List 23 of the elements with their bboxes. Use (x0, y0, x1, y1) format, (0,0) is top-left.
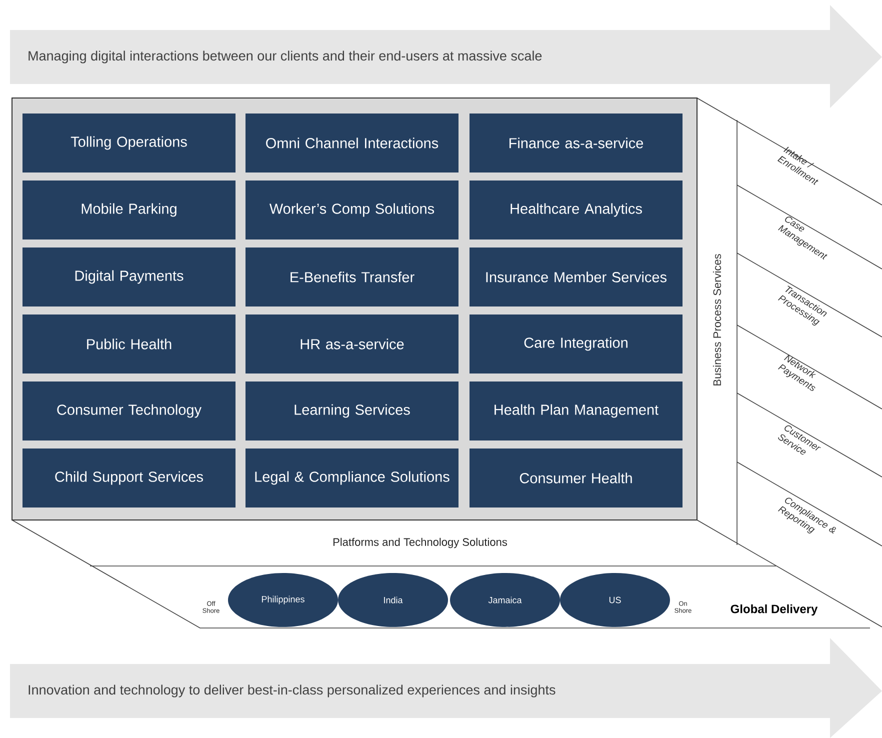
service-box: Consumer Health (470, 448, 682, 508)
service-box: E-Benefits Transfer (246, 248, 458, 306)
service-box: HR as-a-service (246, 314, 458, 374)
service-box: Public Health (22, 314, 236, 374)
service-box: Mobile Parking (22, 180, 236, 240)
service-box: Digital Payments (22, 248, 236, 306)
service-box: Omni Channel Interactions (246, 114, 458, 172)
service-box: Insurance Member Services (470, 248, 682, 306)
service-box: Child Support Services (22, 448, 236, 508)
vertical-label: Business Process Services (712, 254, 722, 386)
service-box: Learning Services (246, 382, 458, 440)
layer-label: Global Delivery (730, 604, 818, 616)
service-box: Consumer Technology (22, 382, 236, 440)
service-box: Care Integration (470, 314, 682, 374)
service-box: Health Plan Management (470, 382, 682, 440)
service-box: Healthcare Analytics (470, 180, 682, 240)
service-box: Worker’s Comp Solutions (246, 180, 458, 240)
service-box: Finance as-a-service (470, 114, 682, 172)
service-box: Legal & Compliance Solutions (246, 448, 458, 508)
arrow-band: Managing digital interactions between our clients and their end-users at massive scale (10, 4, 882, 108)
layer-label: Platforms and Technology Solutions (333, 538, 507, 548)
service-box: Tolling Operations (22, 114, 236, 172)
arrow-band: Innovation and technology to deliver best-in-class personalized experiences and insights (10, 638, 882, 738)
